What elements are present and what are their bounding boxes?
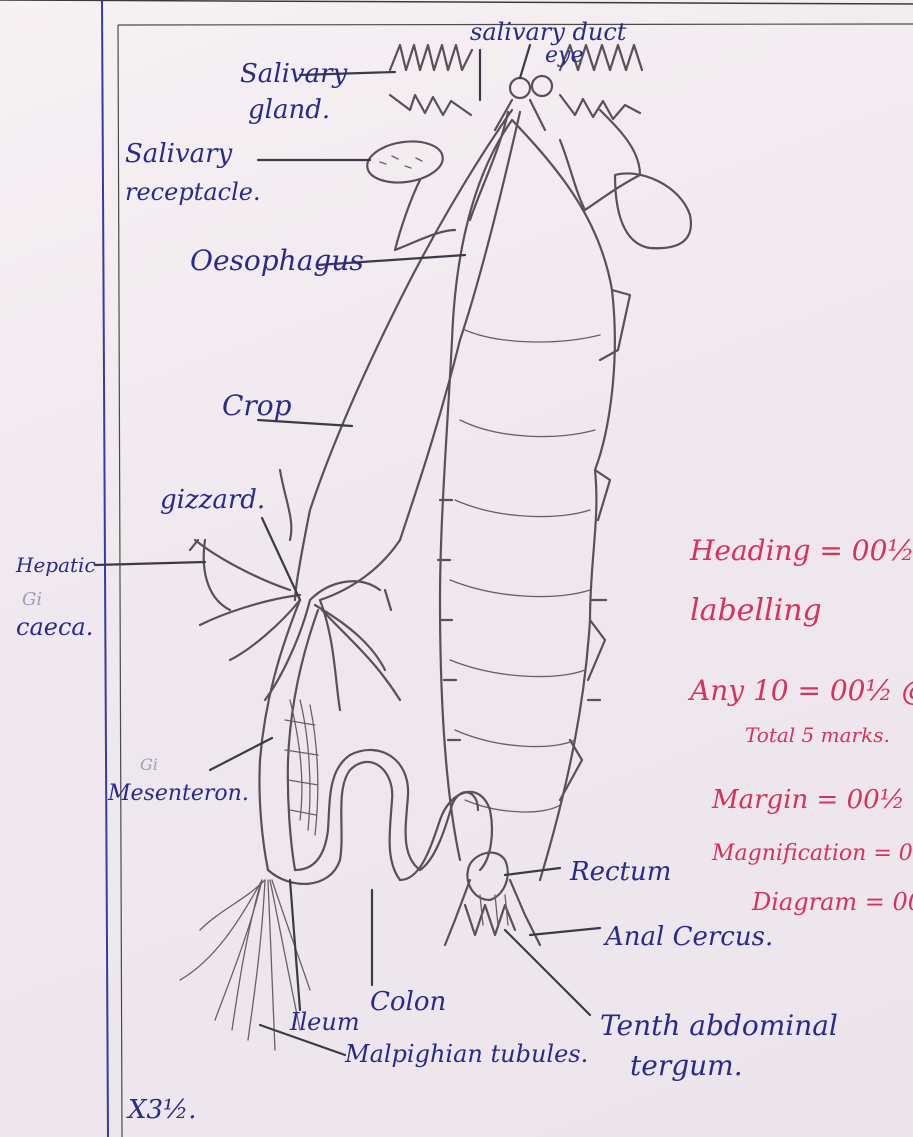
label-gizzard: gizzard. [160, 485, 265, 515]
body-outline [438, 120, 630, 880]
label-ileum: Ileum [289, 1008, 360, 1036]
label-eye: eye [545, 43, 583, 68]
label-rectum: Rectum [569, 857, 671, 887]
label-malpighian-tubules: Malpighian tubules. [344, 1040, 588, 1068]
receptacle-left-texture [380, 156, 422, 168]
label-salivary-gland-line1: Salivary [240, 59, 348, 89]
mark-labelling: labelling [690, 593, 822, 628]
label-crop: Crop [222, 389, 292, 422]
top-frame-line [0, 0, 913, 4]
anal-cerci [445, 880, 540, 945]
mark-any-ten: Any 10 = 00½ @ [687, 674, 913, 707]
label-salivary-duct: salivary duct [470, 18, 627, 46]
left-margin-line [102, 0, 108, 1137]
label-mesenteron-scribble: Gi [140, 755, 158, 774]
eye-left [510, 78, 530, 98]
label-tenth-tergum-line2: tergum. [630, 1049, 743, 1082]
label-anal-cerci: Anal Cercus. [603, 922, 773, 952]
label-hepatic-line1: Hepatic [15, 553, 96, 577]
label-magnification: X3½. [126, 1095, 197, 1125]
label-hepatic-line2: caeca. [16, 613, 93, 641]
label-colon: Colon [370, 987, 446, 1017]
eye-right [532, 76, 552, 96]
mark-heading: Heading = 00½ [689, 534, 913, 567]
marking-scheme: Heading = 00½ labelling Any 10 = 00½ @ T… [687, 534, 913, 916]
label-salivary-gland-line2: gland. [248, 95, 330, 125]
salivary-receptacle-left [365, 137, 446, 187]
label-hepatic-scribble: Gi [22, 589, 42, 610]
label-tenth-tergum-line1: Tenth abdominal [600, 1009, 838, 1042]
mark-total: Total 5 marks. [745, 723, 890, 747]
mark-margin: Margin = 00½ [711, 785, 905, 815]
label-mesenteron: Mesenteron. [107, 781, 249, 806]
label-salivary-receptacle-line2: receptacle. [125, 178, 261, 206]
mark-magnification: Magnification = 00½ [711, 841, 913, 866]
mark-diagram: Diagram = 00½ [751, 888, 913, 916]
head-region [390, 45, 642, 250]
salivary-receptacle-right [615, 173, 691, 248]
label-salivary-receptacle-line1: Salivary [125, 139, 233, 169]
label-oesophagus: Oesophagus [190, 244, 364, 277]
drawing-frame-left [118, 25, 122, 1137]
